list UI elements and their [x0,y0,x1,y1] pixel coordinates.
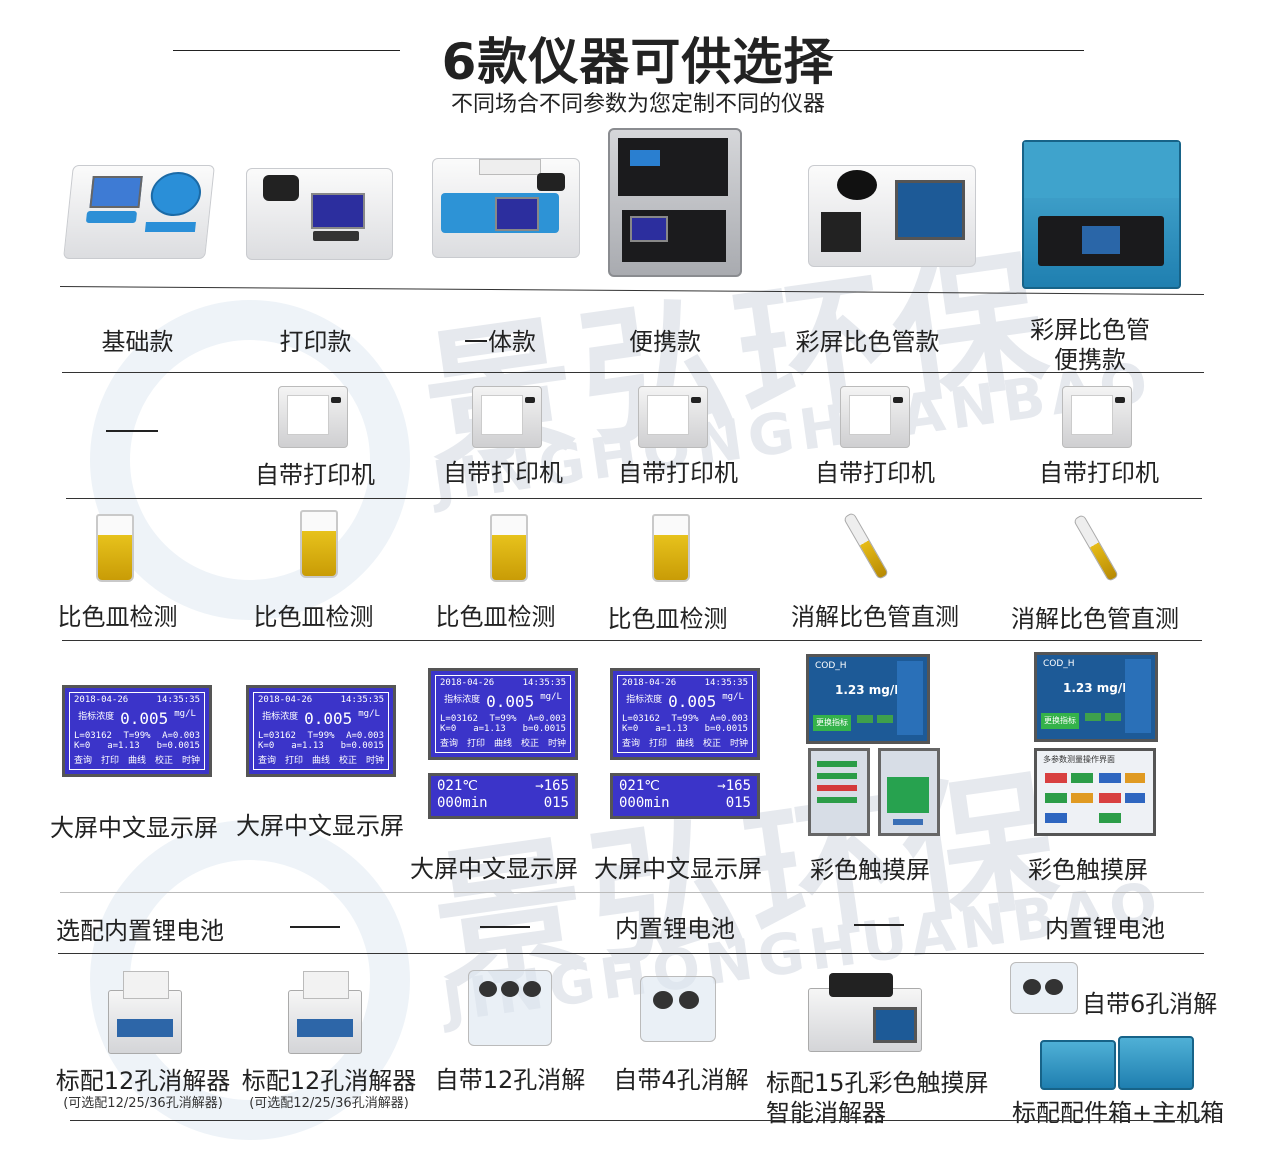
model-name-line1: 彩屏比色管 [1030,316,1150,344]
printer-label: 自带打印机 [255,461,375,489]
digestion-tube-icon [842,511,890,581]
none-dash [480,926,530,928]
model-name: 打印款 [279,328,352,356]
row-divider [62,372,1204,373]
vessel-label: 比色皿检测 [435,603,556,631]
instrument-printer [246,168,393,260]
digestor-label: 标配12孔消解器 [241,1067,417,1095]
printer-icon [840,386,910,448]
printer-label: 自带打印机 [1039,459,1159,487]
instrument-basic [63,165,215,259]
digestor-4-hole-block [640,976,716,1042]
display-label: 大屏中文显示屏 [410,855,578,883]
digestor-label: 自带6孔消解 [1082,990,1218,1018]
display-label: 大屏中文显示屏 [594,855,762,883]
digestor-label: 标配12孔消解器 [55,1067,231,1095]
touch-screen-portrait [878,748,940,836]
cuvette-icon [300,510,338,578]
display-label: 彩色触摸屏 [810,856,930,884]
row-divider [60,892,1204,893]
printer-icon [472,386,542,448]
row-divider [62,640,1202,641]
digestor-note: (可选配12/25/36孔消解器) [63,1096,223,1111]
touch-screen-portrait [808,748,870,836]
digestor-label: 标配15孔彩色触摸屏 [766,1069,989,1097]
printer-label: 自带打印机 [815,459,935,487]
vessel-label: 消解比色管直测 [791,603,959,631]
instrument-color-portable-case [1022,140,1181,289]
cuvette-icon [652,514,690,582]
printer-label: 自带打印机 [618,459,738,487]
instrument-portable [608,128,742,277]
row-divider [58,953,1204,954]
digestor-label: 智能消解器 [766,1099,886,1127]
model-name: 基础款 [101,328,174,356]
model-name-line2: 便携款 [1054,346,1126,374]
digestion-tube-icon [1072,513,1120,583]
title-rule-left [173,50,400,51]
vessel-label: 比色皿检测 [57,603,178,631]
digestor-12-hole [108,971,182,1054]
printer-icon [638,386,708,448]
model-name: 一体款 [464,328,536,356]
cuvette-icon [490,514,528,582]
none-dash [290,926,340,928]
digestor-label: 标配配件箱+主机箱 [1012,1099,1225,1127]
none-dash [854,924,904,926]
display-label: 大屏中文显示屏 [236,812,404,840]
vessel-label: 比色皿检测 [607,605,728,633]
digestor-12-hole-block [468,970,552,1046]
instrument-integrated [432,158,580,258]
vessel-label: 消解比色管直测 [1011,605,1179,633]
digestor-label: 自带12孔消解 [434,1066,586,1094]
digestor-label: 自带4孔消解 [613,1066,749,1094]
host-case [1118,1036,1194,1090]
digestor-15-hole-touch [808,973,922,1052]
instrument-color-screen [808,165,976,267]
model-name: 彩屏比色管款 [795,328,940,356]
battery-label: 选配内置锂电池 [56,917,224,945]
touch-menu-screen: 多参数测量操作界面 [1034,748,1156,836]
battery-label: 内置锂电池 [1045,915,1165,943]
page-subtitle: 不同场合不同参数为您定制不同的仪器 [450,92,825,117]
lcd-timer-screen: 021℃ →165 000min 015 [610,773,760,819]
digestor-6-hole-block [1010,962,1078,1014]
touch-screen: COD_H 1.23 mg/L 更换指标 [806,654,930,744]
accessory-case [1040,1040,1116,1090]
cuvette-icon [96,514,134,582]
touch-screen: COD_H 1.23 mg/L 更换指标 [1034,652,1158,742]
vessel-label: 比色皿检测 [253,603,374,631]
row-divider [66,498,1202,499]
page-title: 6款仪器可供选择 [441,33,835,91]
row-divider [70,1120,1202,1121]
digestor-12-hole [288,971,362,1054]
lcd-timer-screen: 021℃ →165 000min 015 [428,773,578,819]
display-label: 彩色触摸屏 [1028,856,1148,884]
battery-label: 内置锂电池 [615,915,735,943]
printer-label: 自带打印机 [443,459,563,487]
printer-icon [278,386,348,448]
none-dash [106,430,158,432]
model-name: 便携款 [629,328,701,356]
printer-icon [1062,386,1132,448]
display-label: 大屏中文显示屏 [50,814,218,842]
title-rule-right [822,50,1084,51]
digestor-note: (可选配12/25/36孔消解器) [249,1096,409,1111]
